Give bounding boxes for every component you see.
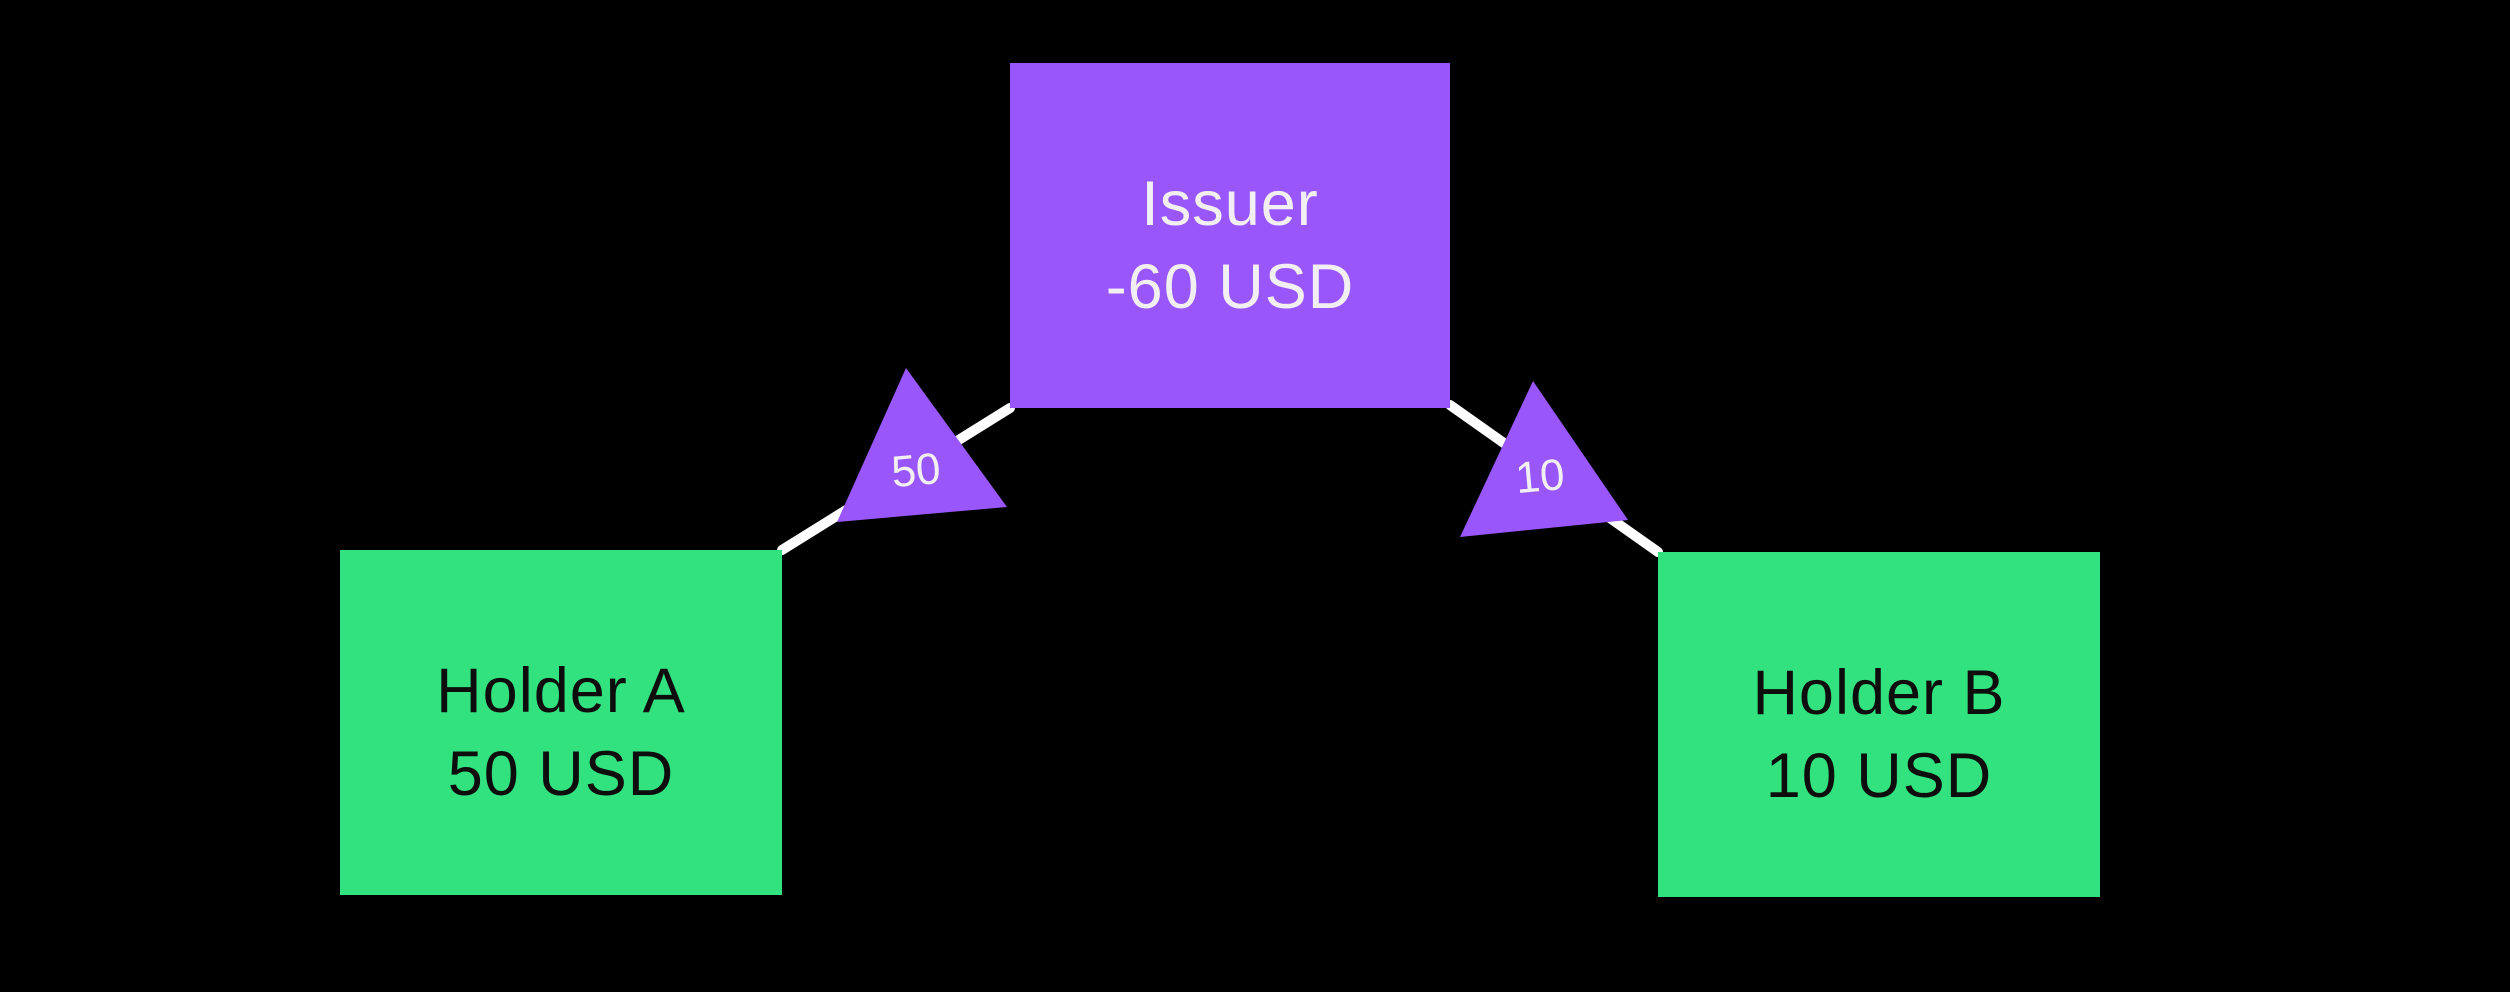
edge-amount-label-holder-a: 50 [889, 443, 943, 498]
edge-arrow-holder-a-to-issuer [837, 368, 1007, 522]
node-holder-b-name: Holder B [1752, 657, 2006, 728]
node-holder-b-balance: 10 USD [1765, 740, 1993, 811]
node-holder-b: Holder B 10 USD [1658, 552, 2100, 897]
node-holder-a: Holder A 50 USD [340, 550, 782, 895]
node-holder-a-balance: 50 USD [447, 738, 675, 809]
edge-arrow-issuer-to-holder-b [1460, 381, 1628, 537]
node-issuer-balance: -60 USD [1105, 251, 1355, 322]
node-issuer-name: Issuer [1141, 168, 1319, 239]
edge-amount-label-holder-b: 10 [1513, 449, 1567, 504]
node-holder-a-name: Holder A [436, 655, 686, 726]
node-issuer: Issuer -60 USD [1010, 63, 1450, 408]
